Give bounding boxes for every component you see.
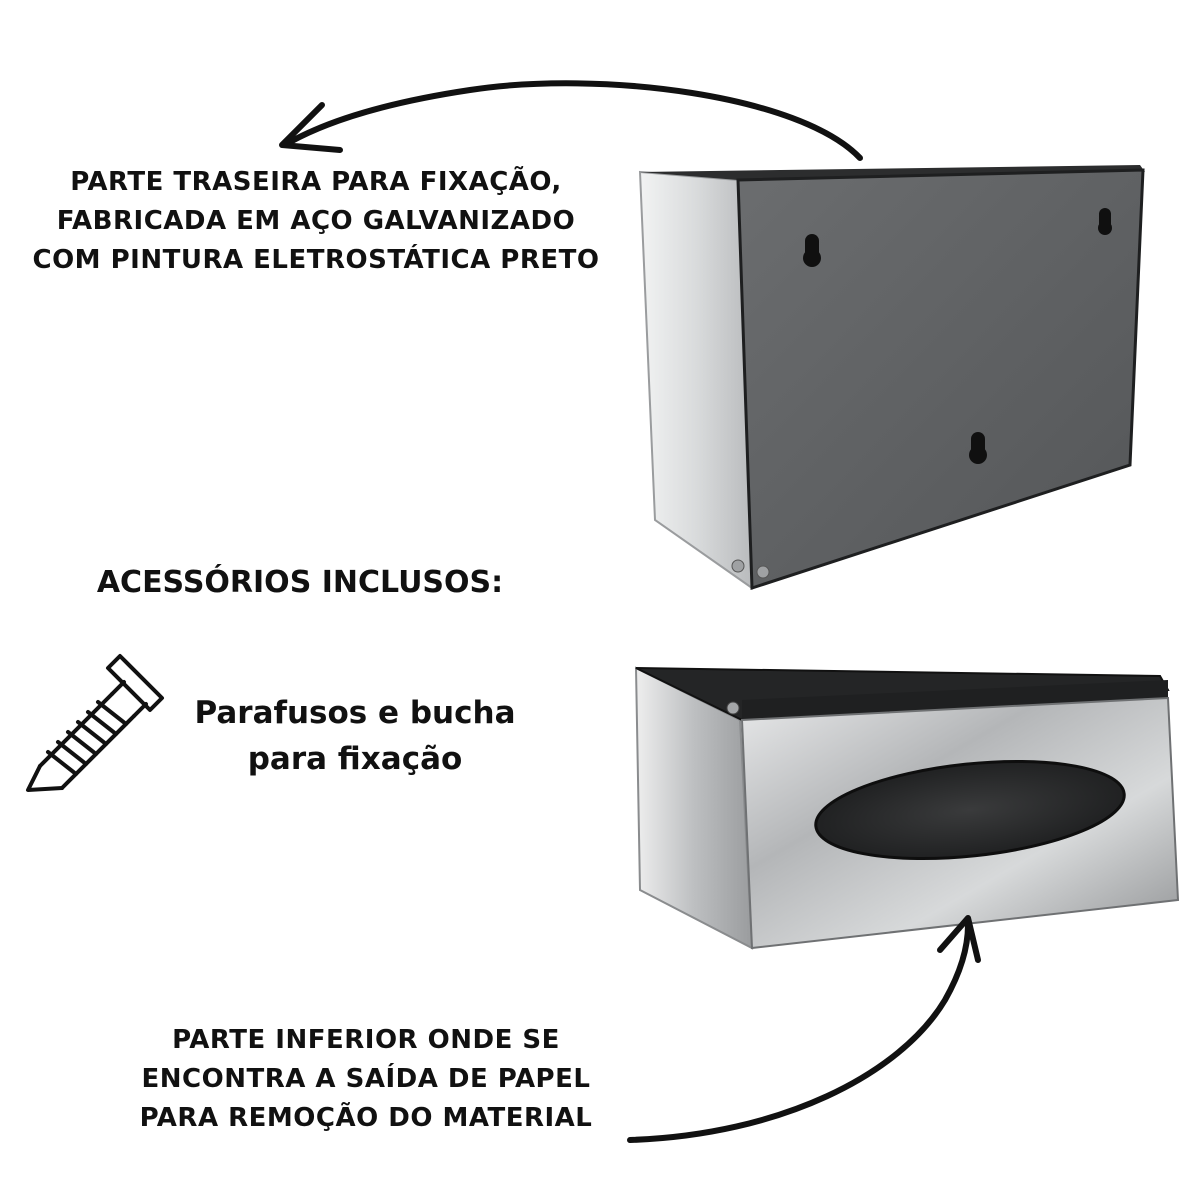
screw-label-line-2: para fixação [247, 741, 463, 777]
screw-label: Parafusos e bucha para fixação [170, 690, 540, 782]
accessories-title: ACESSÓRIOS INCLUSOS: [96, 565, 504, 600]
top-caption: PARTE TRASEIRA PARA FIXAÇÃO, FABRICADA E… [10, 163, 622, 280]
screw-label-line-1: Parafusos e bucha [194, 695, 516, 731]
top-caption-line-1: PARTE TRASEIRA PARA FIXAÇÃO, [70, 167, 562, 197]
bottom-caption-line-3: PARA REMOÇÃO DO MATERIAL [139, 1103, 593, 1133]
bottom-caption-line-1: PARTE INFERIOR ONDE SE [172, 1025, 560, 1055]
bottom-caption-line-2: ENCONTRA A SAÍDA DE PAPEL [141, 1064, 591, 1094]
top-caption-line-3: COM PINTURA ELETROSTÁTICA PRETO [32, 245, 600, 275]
bottom-caption: PARTE INFERIOR ONDE SE ENCONTRA A SAÍDA … [110, 1021, 622, 1138]
top-caption-line-2: FABRICADA EM AÇO GALVANIZADO [56, 206, 576, 236]
